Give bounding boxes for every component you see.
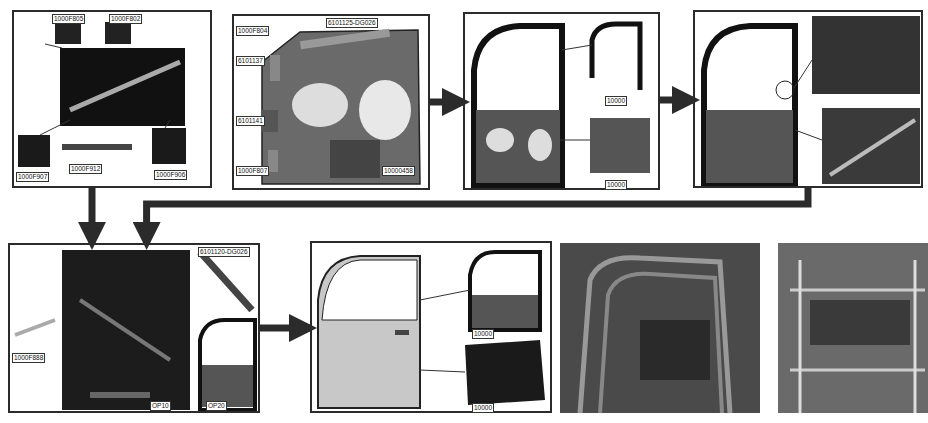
part-number: 10000 <box>472 329 494 339</box>
rack-bar <box>790 289 925 292</box>
rack-bar <box>790 369 925 372</box>
door-hole <box>292 83 348 127</box>
door-inner <box>706 110 793 183</box>
part-number: 1000F912 <box>69 164 102 174</box>
detail-photo <box>812 16 920 94</box>
rack-bar <box>914 260 917 413</box>
leader-line <box>165 120 170 128</box>
part-number: 1000F888 <box>12 353 45 363</box>
process-panel <box>693 10 923 188</box>
part-number: 1000F807 <box>236 166 269 176</box>
leader-line <box>794 60 812 88</box>
bracket-part <box>18 135 50 167</box>
door-frame <box>474 26 562 185</box>
door-rack <box>600 274 722 413</box>
door-rack <box>640 320 710 380</box>
seal-part <box>830 120 915 175</box>
process-panel: 1000F805 1000F802 1000F912 1000F907 1000F906 <box>12 10 212 188</box>
part-number: 10000 <box>605 96 627 106</box>
leader-line <box>420 370 465 372</box>
flow-arrow <box>147 188 808 243</box>
fixture-part <box>90 392 150 398</box>
door-rack <box>810 300 910 345</box>
part-number: 1000F805 <box>52 14 85 24</box>
door-hole <box>359 80 411 140</box>
door-inner <box>472 295 538 328</box>
leader-line <box>795 130 822 140</box>
fixture-part <box>80 300 170 360</box>
flow-arrow <box>660 97 693 104</box>
part-number: 6101125-DG026 <box>326 18 378 28</box>
process-panel: 10000 10000 <box>310 241 552 413</box>
door-frame <box>470 252 540 330</box>
detail-photo <box>822 108 920 184</box>
outer-panel <box>465 340 545 405</box>
rod-part <box>70 62 180 110</box>
rod-part <box>15 320 55 335</box>
bracket-part <box>152 128 186 164</box>
door-part <box>300 29 390 49</box>
part-number: 6101120-DG026 <box>198 247 250 257</box>
part-number: 6101137 <box>236 56 265 66</box>
flow-arrow <box>430 99 463 106</box>
storage-photo <box>778 243 928 413</box>
door-outer <box>318 256 420 408</box>
door-part <box>268 150 278 172</box>
part-number: 1000F907 <box>16 172 49 182</box>
process-panel: 1000F888 6101120-DG026OP10 OP20 <box>8 243 260 413</box>
flow-arrow <box>89 188 96 243</box>
door-inner <box>476 110 560 183</box>
process-panel: 10000 10000 <box>463 12 660 190</box>
frame-part <box>592 24 640 90</box>
door-inner <box>262 30 420 184</box>
bracket-part <box>105 22 131 44</box>
fixture-photo <box>62 250 190 410</box>
detail-circle <box>776 81 794 99</box>
part-number: OP20 <box>206 401 227 411</box>
process-panel: 6101125-DG026 1000F804 6101137 6101141 1000F… <box>232 14 430 190</box>
part-number: 1000F802 <box>109 14 142 24</box>
flow-arrow <box>260 325 310 332</box>
door-rack <box>580 258 730 413</box>
door-window <box>322 260 417 320</box>
rod-part <box>200 252 252 310</box>
bracket-part <box>55 22 81 44</box>
part-number: OP10 <box>150 401 171 411</box>
door-hole <box>528 129 552 161</box>
part-number: 10000 <box>472 403 494 413</box>
part-number: 10000458 <box>382 166 415 176</box>
leader-line <box>420 290 470 300</box>
rack-bar <box>799 260 802 413</box>
door-frame <box>704 26 795 185</box>
leader-line <box>45 44 62 48</box>
part-number: 1000F804 <box>236 26 269 36</box>
part-number: 6101141 <box>236 116 265 126</box>
panel-part <box>60 48 185 126</box>
inner-part <box>590 118 650 173</box>
leader-line <box>562 45 592 50</box>
door-handle <box>395 330 409 335</box>
leader-line <box>560 140 590 141</box>
door-part <box>330 140 380 178</box>
leader-line <box>40 120 70 135</box>
door-frame <box>200 320 255 410</box>
storage-photo <box>560 243 760 413</box>
rod-part <box>62 144 132 150</box>
door-hole <box>486 128 514 152</box>
part-number: 1000F906 <box>154 170 187 180</box>
door-part <box>270 55 280 81</box>
part-number: 10000 <box>605 180 627 190</box>
